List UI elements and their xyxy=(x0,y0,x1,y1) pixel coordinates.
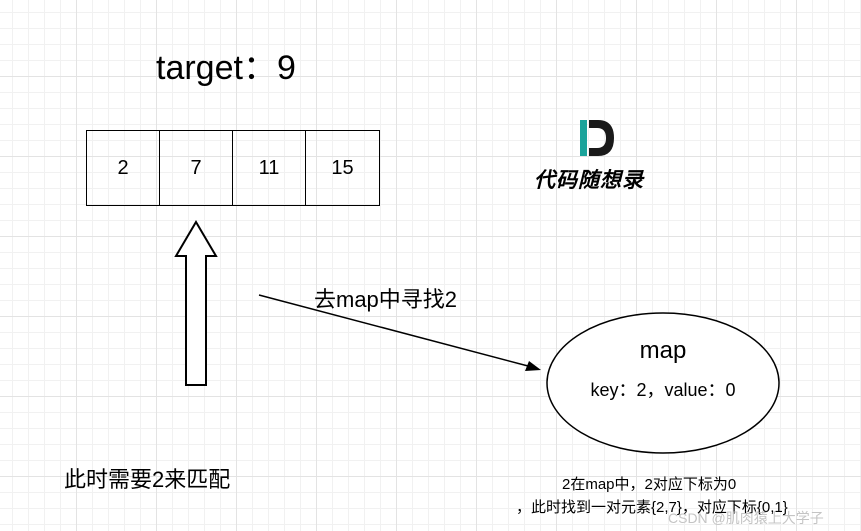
search-arrow-head xyxy=(525,361,541,371)
arrow-label: 去map中寻找2 xyxy=(314,287,458,312)
map-ellipse xyxy=(546,312,780,454)
note-line-2: ，此时找到一对元素{2,7}，对应下标{0,1} xyxy=(516,499,788,516)
logo-text: 代码随想录 xyxy=(534,167,644,192)
array-cell-3: 15 xyxy=(331,156,354,179)
up-arrow-icon xyxy=(174,220,218,386)
map-entry: key：2，value：0 xyxy=(590,380,736,400)
array-cell-0: 2 xyxy=(87,131,160,205)
note-line-1: 2在map中，2对应下标为0 xyxy=(562,476,737,493)
logo-d-icon xyxy=(580,120,614,156)
map-title: map xyxy=(639,337,687,364)
target-label: target：9 xyxy=(156,49,296,87)
array-box: 2 7 11 15 xyxy=(86,130,380,206)
caption: 此时需要2来匹配 xyxy=(64,467,231,492)
search-arrow-line xyxy=(258,294,529,367)
watermark: CSDN @肌肉猿上大学子 xyxy=(668,510,824,526)
array-cell-1: 7 xyxy=(160,131,233,205)
logo: 代码随想录 xyxy=(532,116,662,192)
array-cell-2: 11 xyxy=(233,131,306,205)
